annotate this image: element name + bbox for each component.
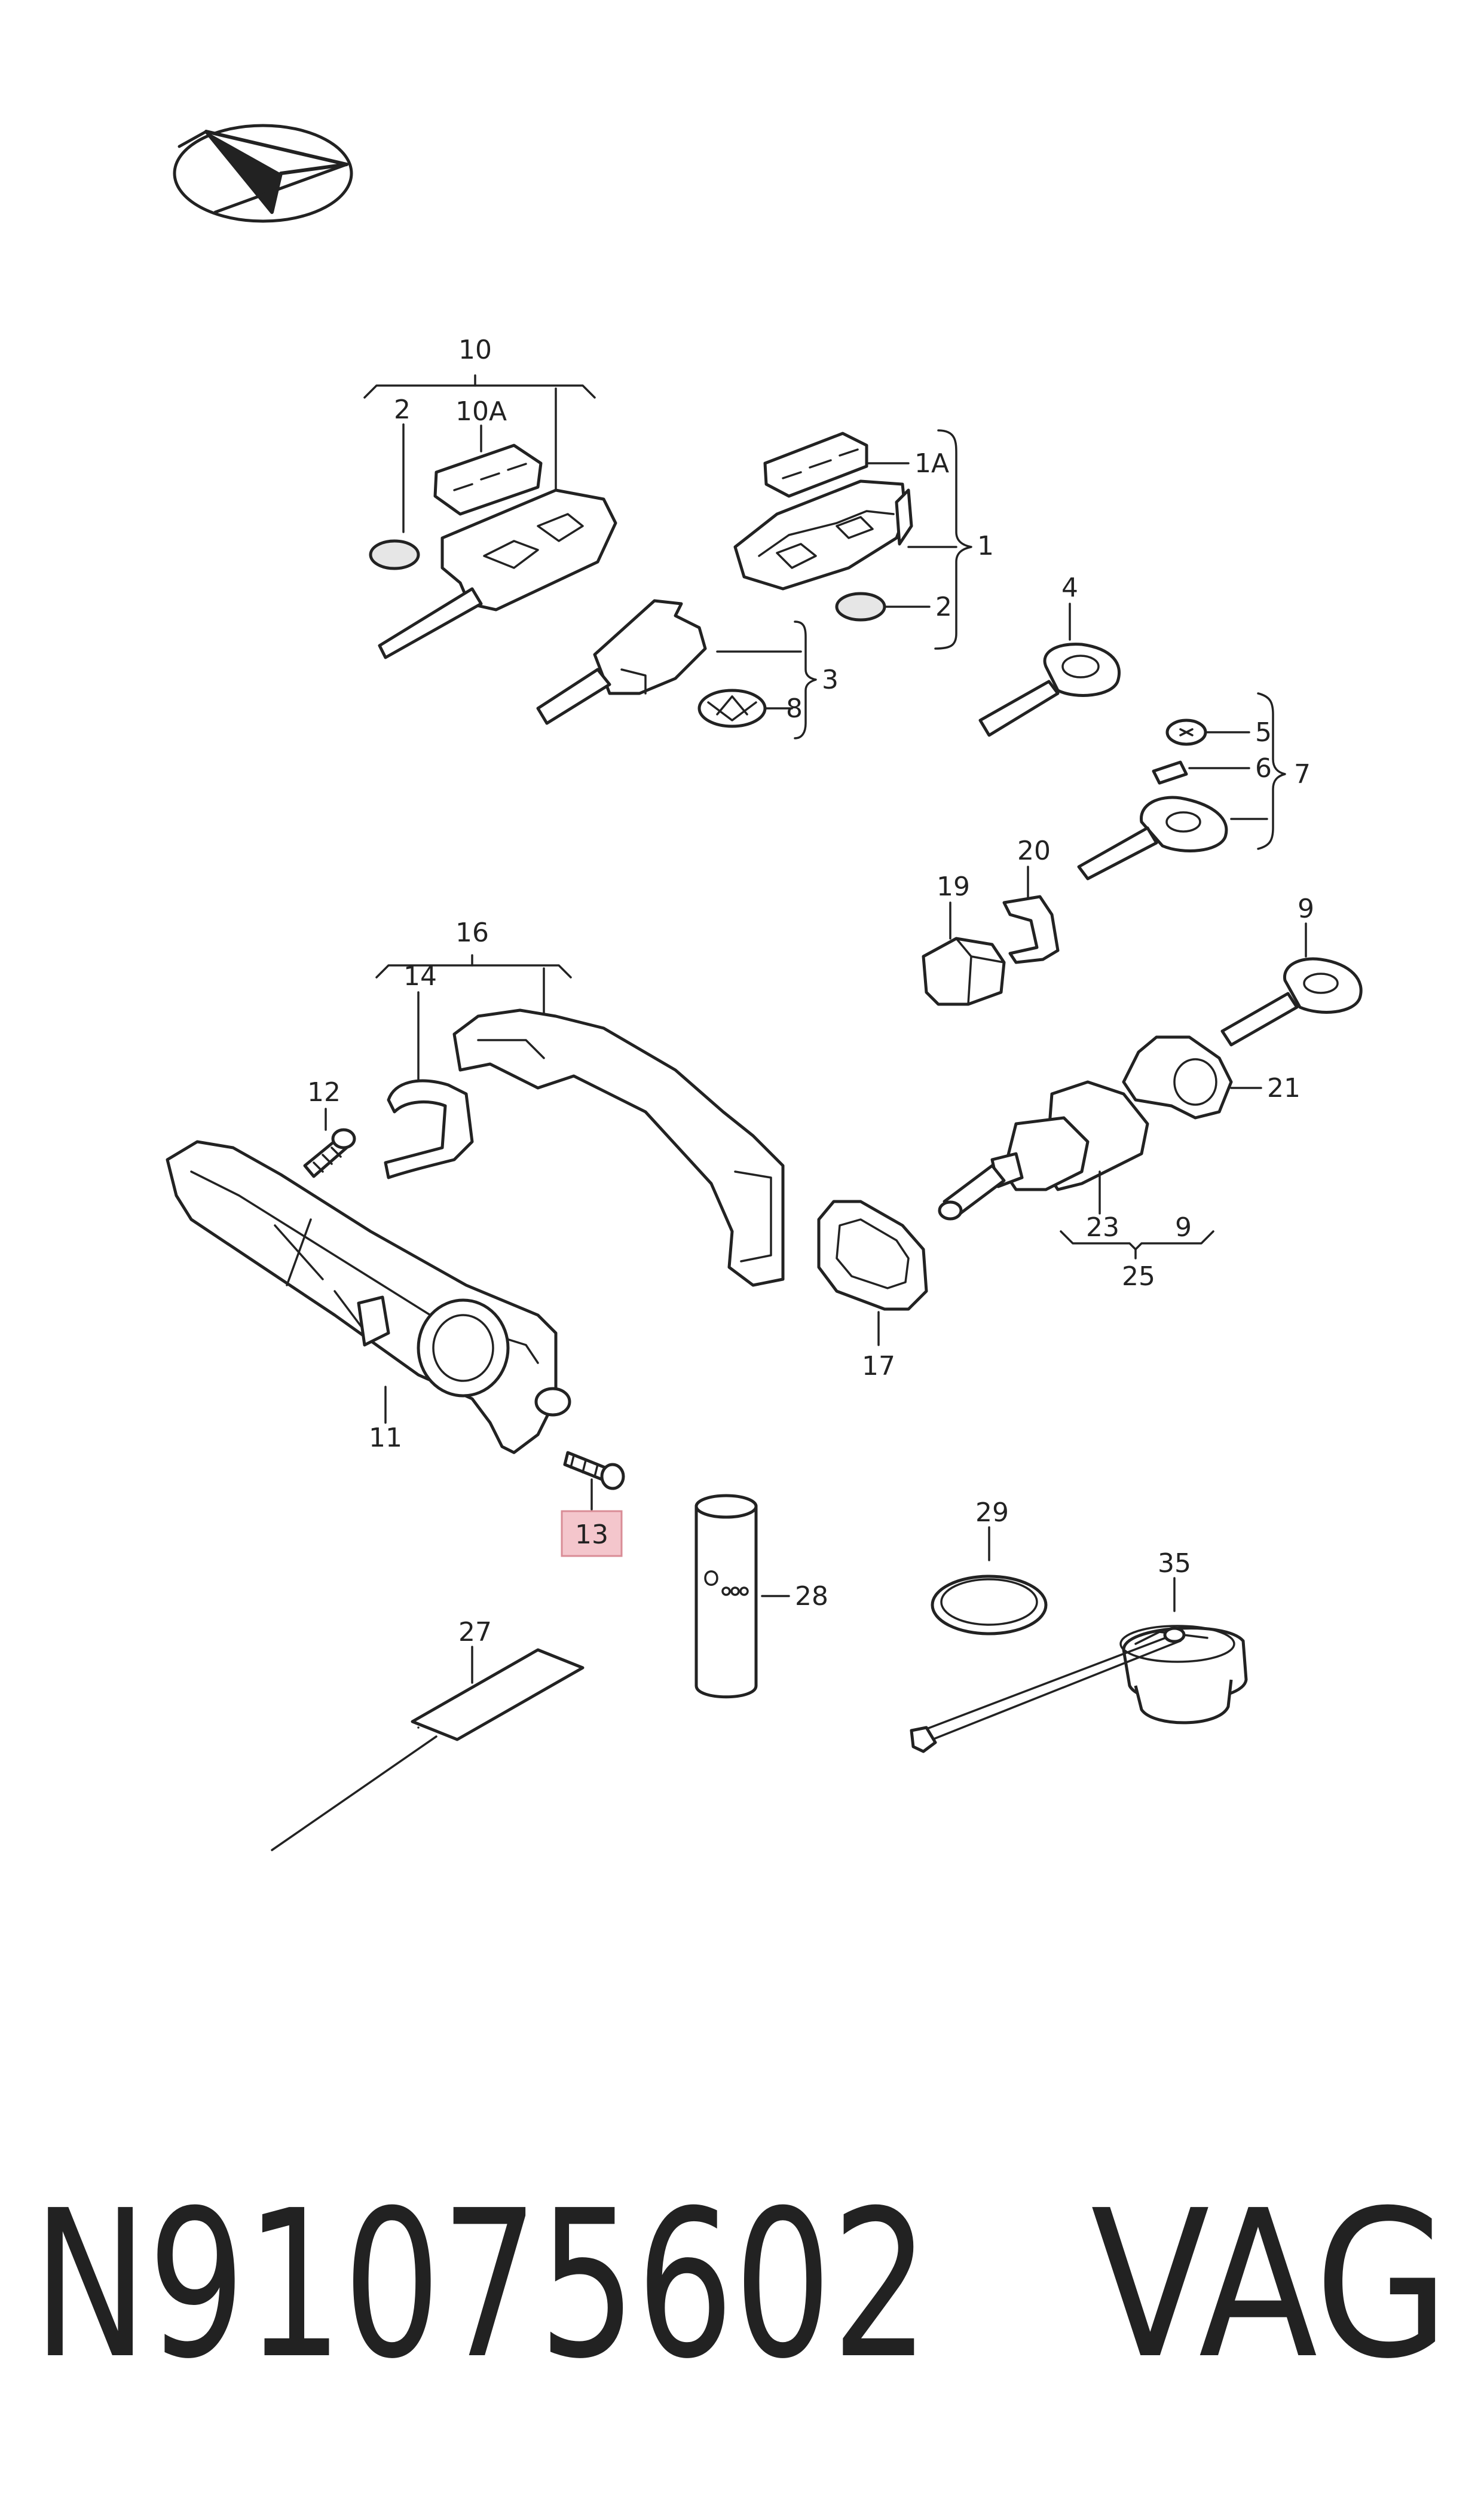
label-12: 12 bbox=[307, 1077, 341, 1108]
key-housing bbox=[536, 599, 817, 739]
label-8: 8 bbox=[786, 693, 803, 724]
key-blank-4 bbox=[978, 603, 1121, 737]
cap-19 bbox=[922, 901, 1006, 1006]
label-9a: 9 bbox=[1298, 894, 1314, 924]
strip-27 bbox=[271, 1646, 585, 1851]
label-1a: 1A bbox=[914, 448, 949, 479]
label-28: 28 bbox=[795, 1581, 828, 1612]
label-3: 3 bbox=[822, 665, 839, 695]
handle-carrier-11 bbox=[166, 1140, 571, 1454]
label-1: 1 bbox=[977, 531, 994, 561]
label-7: 7 bbox=[1294, 759, 1311, 790]
lock-cylinder bbox=[938, 1080, 1214, 1259]
label-10: 10 bbox=[458, 335, 492, 365]
folding-remote-key bbox=[363, 374, 617, 659]
grease-tube-28 bbox=[694, 1494, 790, 1699]
label-2b: 2 bbox=[935, 592, 952, 622]
label-2a: 2 bbox=[394, 395, 411, 425]
label-35: 35 bbox=[1158, 1548, 1191, 1579]
label-17: 17 bbox=[862, 1351, 895, 1381]
o-ring-29 bbox=[931, 1526, 1048, 1635]
screw-12 bbox=[303, 1108, 356, 1178]
compass-logo-icon bbox=[173, 124, 353, 223]
callout-labels: 10 2 10A 1A 1 2 3 8 4 5 6 7 20 19 16 14 … bbox=[307, 335, 1314, 1647]
label-29: 29 bbox=[975, 1497, 1009, 1528]
door-handle bbox=[375, 954, 785, 1287]
clip-14 bbox=[384, 991, 474, 1179]
label-4: 4 bbox=[1061, 573, 1078, 603]
label-11: 11 bbox=[369, 1423, 402, 1453]
key-set-7 bbox=[1077, 692, 1286, 881]
part-number-footer: N91075602 VAG bbox=[33, 2167, 1449, 2404]
label-6: 6 bbox=[1255, 753, 1272, 784]
part-number: N91075602 bbox=[33, 2167, 929, 2404]
lock-cover-21 bbox=[1122, 1035, 1262, 1120]
label-16: 16 bbox=[455, 918, 489, 948]
highlight-callout-13: 13 bbox=[561, 1510, 623, 1557]
key-9 bbox=[1220, 922, 1363, 1047]
label-21: 21 bbox=[1267, 1073, 1301, 1103]
label-13: 13 bbox=[575, 1520, 608, 1550]
label-25: 25 bbox=[1122, 1261, 1155, 1292]
label-14: 14 bbox=[403, 961, 437, 992]
label-9b: 9 bbox=[1175, 1212, 1192, 1243]
brand-name: VAG bbox=[1091, 2167, 1449, 2404]
label-23: 23 bbox=[1086, 1212, 1119, 1243]
remote-key-unit bbox=[733, 429, 972, 650]
label-10a: 10A bbox=[455, 396, 507, 427]
fuel-cap-35 bbox=[910, 1577, 1248, 1753]
seal-17 bbox=[817, 1200, 928, 1346]
label-5: 5 bbox=[1255, 717, 1272, 748]
clip-20 bbox=[1002, 866, 1060, 964]
label-20: 20 bbox=[1017, 836, 1051, 866]
screw-13 bbox=[563, 1451, 625, 1511]
label-19: 19 bbox=[937, 872, 970, 902]
label-27: 27 bbox=[458, 1617, 492, 1647]
